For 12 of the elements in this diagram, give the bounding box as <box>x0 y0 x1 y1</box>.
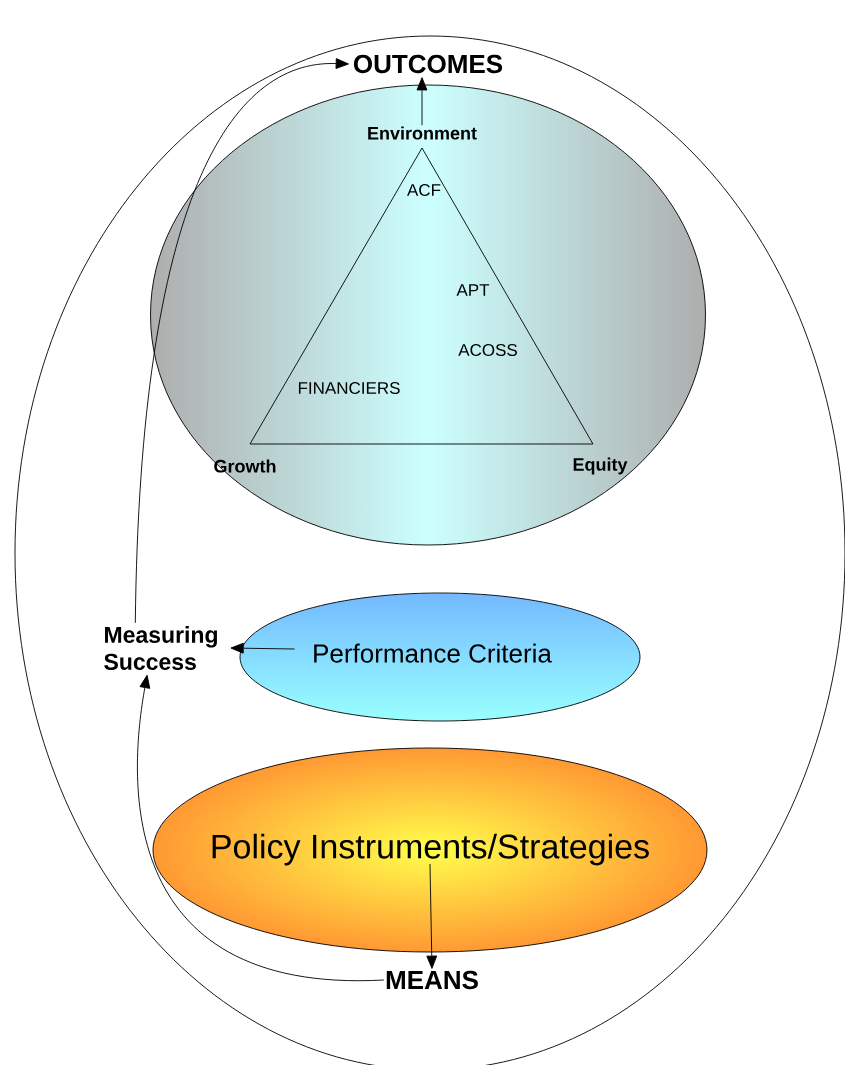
heading-label: OUTCOMES <box>353 54 503 74</box>
arrow <box>416 77 428 126</box>
arrow <box>426 863 438 969</box>
triangle: ACF APT ACOSS FINANCIERS <box>249 147 594 445</box>
arrow <box>230 642 295 654</box>
node-label: MEANS <box>386 970 478 990</box>
node-label: Measuring Success <box>104 626 217 670</box>
arrow <box>136 674 385 981</box>
shaded-ellipse <box>150 84 706 546</box>
arrow <box>134 58 349 624</box>
vertex-label: Equity <box>573 457 628 475</box>
vertex-label: Environment <box>368 126 477 140</box>
